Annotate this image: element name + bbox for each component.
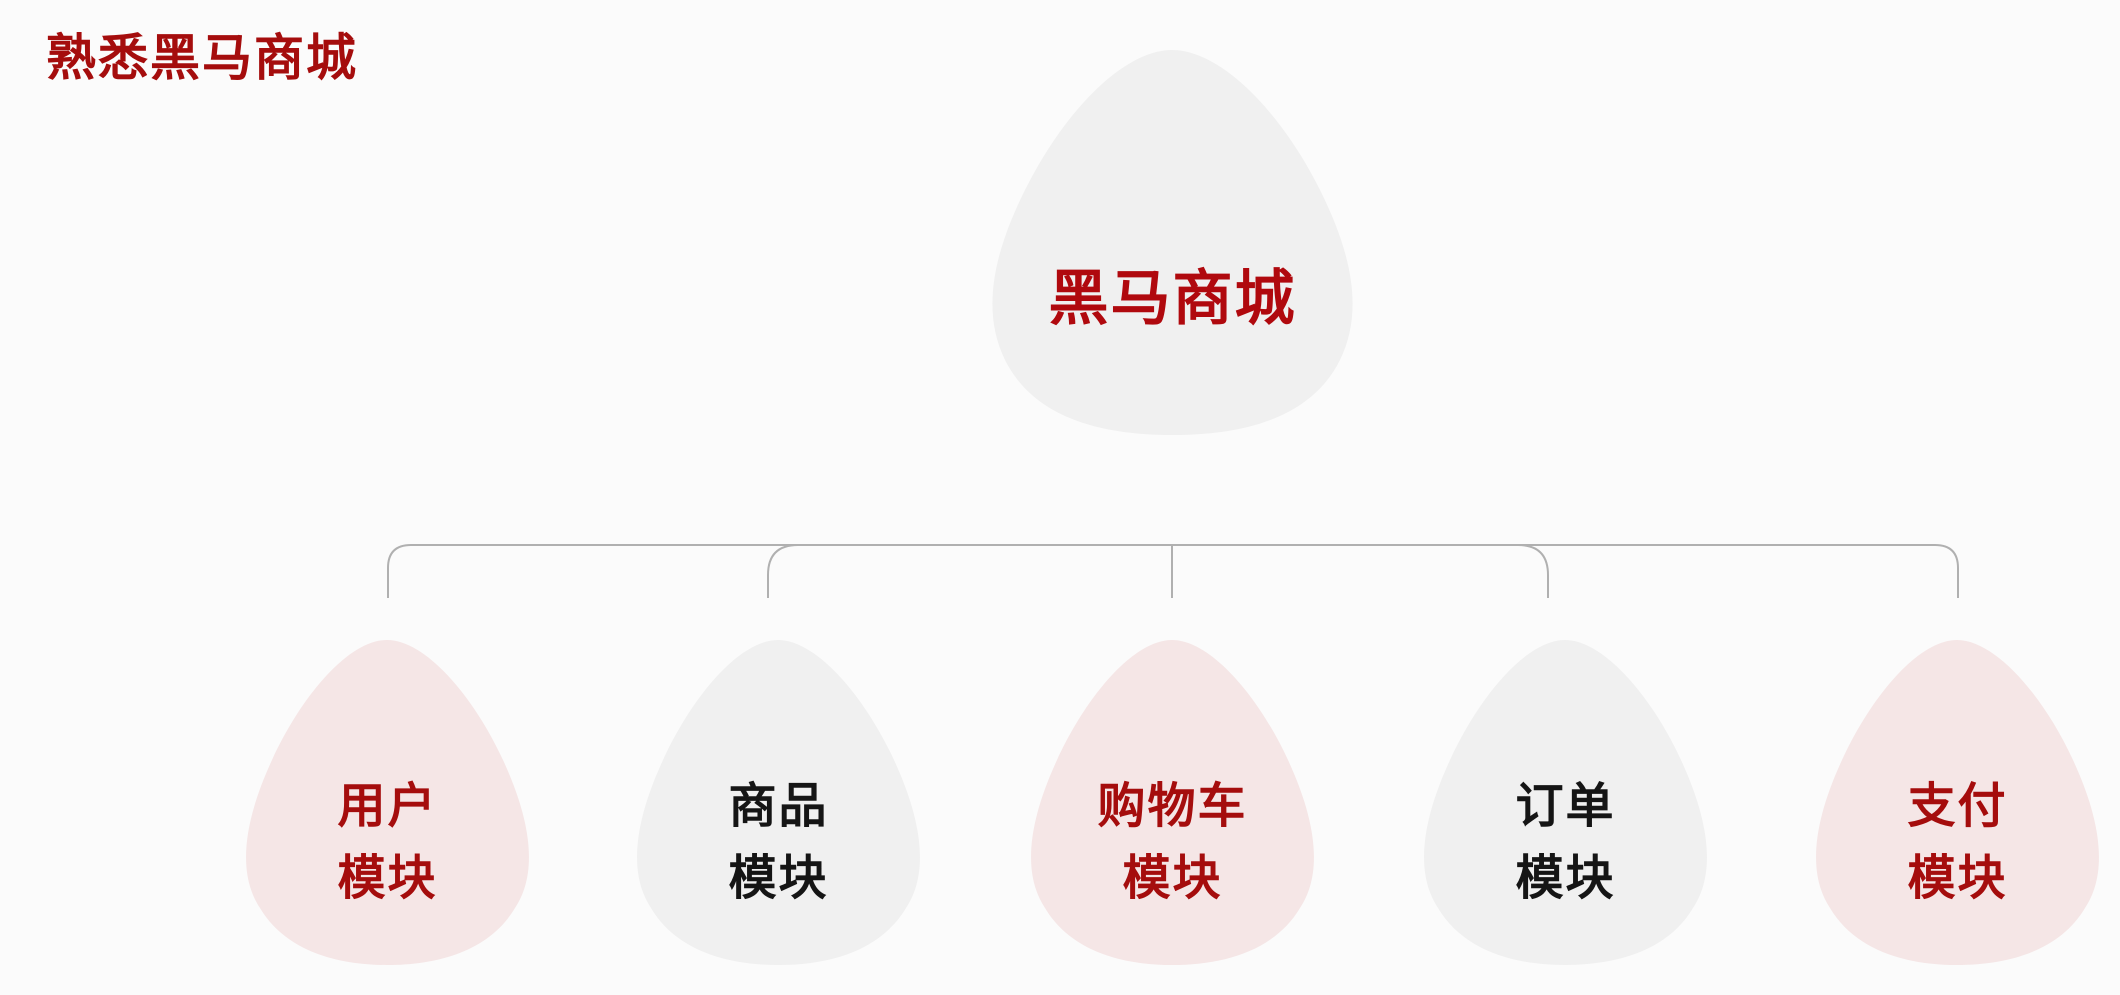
module-node-user: 用户 模块: [245, 640, 530, 965]
module-label-line2: 模块: [1515, 850, 1616, 906]
module-label-line2: 模块: [1122, 850, 1223, 906]
module-label-line2: 模块: [1907, 850, 2008, 906]
module-label-line1: 购物车: [1097, 778, 1248, 834]
module-blob-shape: [1031, 640, 1314, 965]
root-label: 黑马商城: [1048, 264, 1297, 334]
module-node-payment: 支付 模块: [1815, 640, 2100, 965]
page-title: 熟悉黑马商城: [46, 29, 358, 87]
module-blob-shape: [1816, 640, 2099, 965]
module-label-line1: 支付: [1907, 778, 2008, 834]
module-node-order: 订单 模块: [1423, 640, 1708, 965]
module-blob-shape: [637, 640, 920, 965]
module-blob-shape: [246, 640, 529, 965]
module-label-line1: 商品: [728, 778, 829, 834]
module-label-line1: 订单: [1515, 778, 1616, 834]
connector-bar-inner: [767, 544, 799, 598]
module-node-cart: 购物车 模块: [1030, 640, 1315, 965]
module-label-line1: 用户: [337, 778, 438, 834]
module-label-line2: 模块: [337, 850, 438, 906]
module-label-line2: 模块: [728, 850, 829, 906]
module-blob-shape: [1424, 640, 1707, 965]
root-blob-shape: [992, 50, 1353, 435]
root-node: 黑马商城: [990, 50, 1355, 435]
module-node-product: 商品 模块: [636, 640, 921, 965]
connector-bar-inner-right: [1517, 544, 1549, 598]
